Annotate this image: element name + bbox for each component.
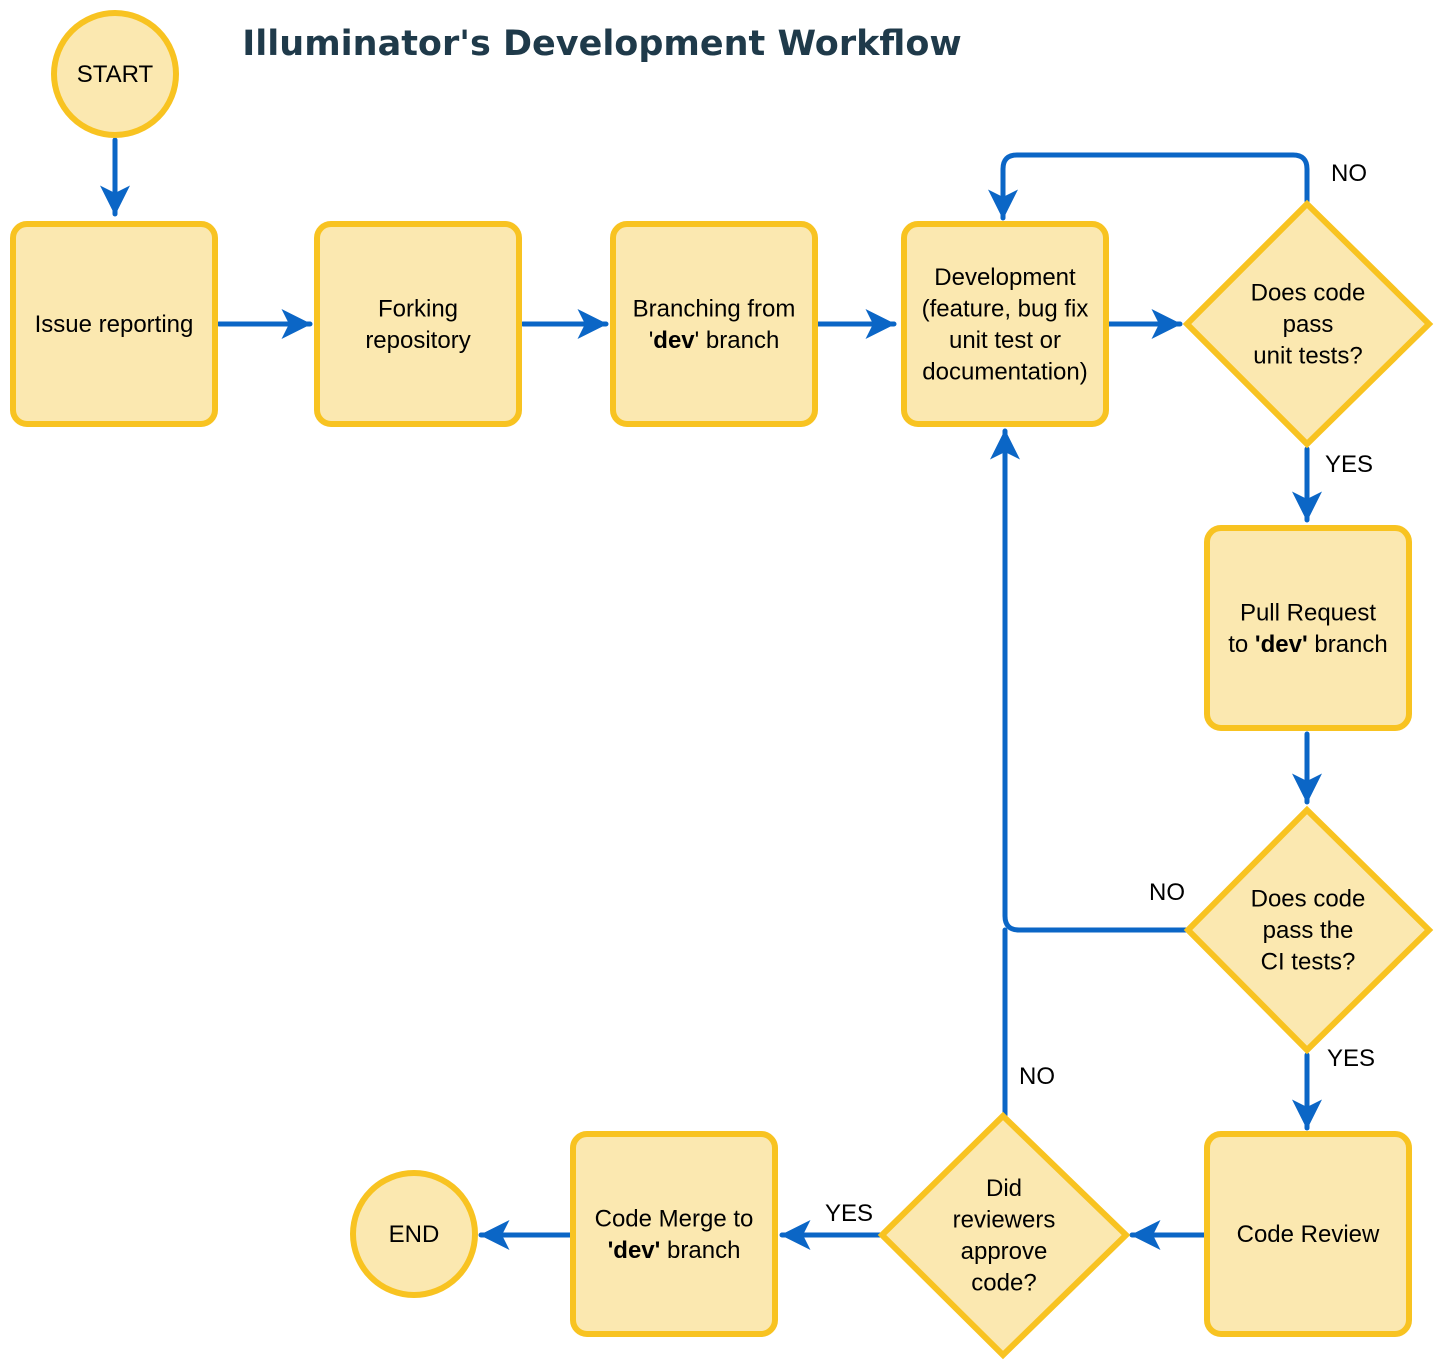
unit-no-label: NO	[1331, 160, 1367, 187]
pr-label-line: branch	[1308, 631, 1388, 658]
ci-yes-label: YES	[1327, 1045, 1375, 1072]
unit-yes-label: YES	[1325, 451, 1373, 478]
unit-label-line: unit tests?	[1253, 343, 1362, 370]
branch-label-line: '	[649, 327, 654, 354]
pull-request-node: Pull Request to 'dev' branch	[1204, 525, 1412, 731]
ci-label: Does code pass the CI tests?	[1251, 886, 1366, 976]
review-label: Code Review	[1237, 1221, 1380, 1248]
review-label-line: Code Review	[1237, 1221, 1380, 1248]
end-label: END	[389, 1221, 440, 1248]
merge-label-line: Code Merge to	[595, 1205, 754, 1232]
ci-label-line: CI tests?	[1261, 949, 1356, 976]
fork-label: Forking repository	[365, 295, 470, 354]
unit-label-line: pass	[1283, 311, 1334, 338]
branch-label: Branching from 'dev' branch	[633, 295, 796, 354]
pr-label-line: Pull Request	[1240, 599, 1376, 626]
end-label-line: END	[389, 1221, 440, 1248]
branch-label-line: ' branch	[695, 327, 780, 354]
start-label-line: START	[77, 61, 154, 88]
pr-label-line: 'dev'	[1255, 631, 1308, 658]
ci-label-line: pass the	[1263, 917, 1354, 944]
diagram-title: Illuminator's Development Workflow	[242, 24, 961, 64]
dev-label-line: Development	[934, 264, 1076, 291]
ci-tests-decision: Does code pass the CI tests?	[1183, 805, 1434, 1055]
merge-label-line: branch	[660, 1237, 740, 1264]
unit-tests-decision: Does code pass unit tests?	[1182, 199, 1434, 449]
ci-label-line: Does code	[1251, 886, 1366, 913]
approve-label-line: approve	[961, 1238, 1048, 1265]
unit-label-line: Does code	[1251, 280, 1366, 307]
approve-label-line: code?	[971, 1269, 1036, 1296]
code-review-node: Code Review	[1204, 1131, 1412, 1337]
approve-label: Did reviewers approve code?	[953, 1175, 1056, 1297]
start-label: START	[77, 61, 154, 88]
dev-label: Development (feature, bug fix unit test or…	[922, 264, 1089, 386]
unit-label: Does code pass unit tests?	[1251, 280, 1366, 370]
approve-decision: Did reviewers approve code?	[877, 1111, 1131, 1360]
dev-label-line: (feature, bug fix	[922, 295, 1089, 322]
issue-label: Issue reporting	[35, 311, 194, 338]
approve-no-label: NO	[1019, 1063, 1055, 1090]
approve-yes-label: YES	[825, 1200, 873, 1227]
merge-label: Code Merge to 'dev' branch	[595, 1205, 754, 1264]
forking-repository-node: Forking repository	[314, 221, 522, 427]
branch-label-line: dev	[653, 327, 695, 354]
approve-label-line: Did	[986, 1175, 1022, 1202]
branching-node: Branching from 'dev' branch	[610, 221, 818, 427]
ci-no-label: NO	[1149, 879, 1185, 906]
pr-label: Pull Request to 'dev' branch	[1228, 599, 1388, 658]
code-merge-node: Code Merge to 'dev' branch	[570, 1131, 778, 1337]
approve-label-line: reviewers	[953, 1206, 1056, 1233]
issue-label-line: Issue reporting	[35, 311, 194, 338]
edge-unit-no-to-dev	[988, 152, 1310, 221]
edge-ci-no-to-dev	[990, 428, 1189, 933]
dev-label-line: unit test or	[949, 327, 1061, 354]
development-node: Development (feature, bug fix unit test or…	[901, 221, 1109, 427]
issue-reporting-node: Issue reporting	[10, 221, 218, 427]
merge-label-line: 'dev'	[608, 1237, 661, 1264]
branch-label-line: Branching from	[633, 295, 796, 322]
pr-label-line: to	[1228, 631, 1255, 658]
start-node: START	[51, 10, 179, 138]
fork-label-line: Forking	[378, 295, 458, 322]
end-node: END	[350, 1170, 478, 1298]
dev-label-line: documentation)	[922, 358, 1087, 385]
fork-label-line: repository	[365, 327, 470, 354]
